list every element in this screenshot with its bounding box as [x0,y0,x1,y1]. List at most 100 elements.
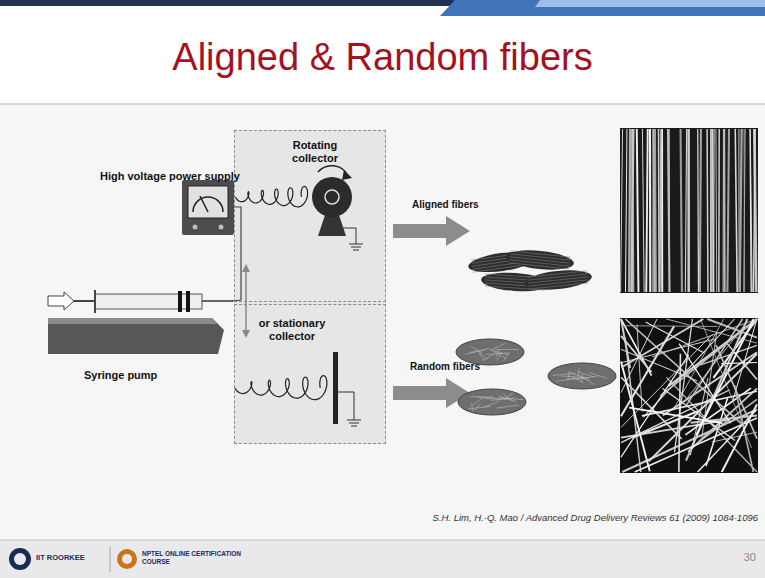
fiber-strand [495,349,519,350]
fiber-strand [497,353,501,361]
fiber-strand [470,346,482,353]
sem-fiber [621,319,657,393]
sem-fiber [631,129,633,292]
sem-fiber [710,129,713,292]
sem-fiber [697,129,699,292]
page-number: 30 [720,551,756,564]
pump-base [48,318,224,354]
sem-fiber [750,129,751,292]
sem-fiber [733,319,757,400]
sem-fiber [713,129,714,292]
footer-rule [0,540,765,541]
gauge-needle [200,196,208,212]
fiber-strand [529,283,589,289]
power-supply-box [182,180,234,235]
sem-fiber [649,354,757,462]
sem-fiber [710,129,712,292]
sem-fiber [626,129,627,292]
fiber-bundle-body [505,247,575,272]
fiber-strand [483,401,499,407]
ground-wire [338,392,354,420]
sem-fiber [621,361,650,471]
fiber-strand [572,376,584,383]
rotating-drum [312,177,352,217]
arrow-label: Random fibers [410,361,500,373]
sem-fiber [685,129,686,292]
sem-fiber [721,363,757,364]
institution-name: IIT ROORKEE [36,553,106,562]
course-name: NPTEL ONLINE CERTIFICATION COURSE [142,550,242,566]
sem-fiber [681,129,682,292]
aligned-bundles [467,247,593,293]
header-bar [0,0,765,6]
fiber-strand [473,398,483,405]
fiber-strand [496,405,518,408]
sem-fiber [652,129,654,292]
drum-axle [325,190,339,204]
fiber-mat-body [458,389,526,415]
pump-top [48,318,218,324]
fiber-mat [548,363,616,389]
collector-panel: or stationary collector [234,304,386,444]
fiber-bundle [523,267,593,292]
knob [193,225,198,230]
sem-fiber [637,325,642,412]
power-supply-dial [188,186,228,218]
syringe-band [178,291,182,312]
switch-arrow [245,270,247,332]
fiber-jets [235,186,327,399]
sem-fiber [632,129,633,292]
sem-fiber [621,326,674,416]
fiber-strand [566,378,590,380]
logo-inner [122,554,132,564]
sem-fiber [660,129,661,292]
logo-inner [14,553,26,565]
fiber-bundle [505,247,575,272]
fiber-strand [528,277,588,283]
sem-fiber [715,129,717,292]
sem-fiber [753,129,755,292]
sem-fiber [688,129,690,292]
random-mats [456,339,616,415]
fiber-mat-body [548,363,616,389]
ground-symbol [351,426,357,427]
header-stripe [440,0,765,16]
fiber-strand [589,373,607,378]
sem-fiber [754,129,756,292]
syringe-band [186,291,190,312]
footer-bar [0,540,765,578]
collector-label: Rotating collector [275,139,355,164]
sem-fiber [679,354,681,472]
gauge-arc [193,197,223,212]
sem-fiber [658,129,660,292]
sem-fiber [716,345,757,439]
collector-plate [333,352,338,424]
arrow-head [242,330,250,338]
equipment-label: High voltage power supply [100,170,260,183]
fiber-strand [470,396,494,397]
ground-symbol [349,423,359,424]
fiber-strand [471,403,473,411]
process-arrow [393,216,470,246]
sem-fiber [649,129,651,292]
header-ground [0,0,765,105]
sem-fiber [668,129,670,292]
sem-fiber [637,129,639,292]
logo-divider [110,546,111,572]
ground-symbol [353,250,359,251]
sem-fiber [621,334,713,427]
ground-wire [342,228,356,244]
arrow-head [342,170,352,180]
needle [202,300,233,302]
sem-fiber [735,129,737,292]
fiber-mat [458,389,526,415]
fiber-strand [474,403,481,411]
fiber-strand [468,406,491,408]
fiber-strand [504,353,510,361]
fiber-strand [577,371,594,377]
collector-region [234,130,386,444]
logo [117,549,137,569]
fiber-strand [510,263,570,269]
